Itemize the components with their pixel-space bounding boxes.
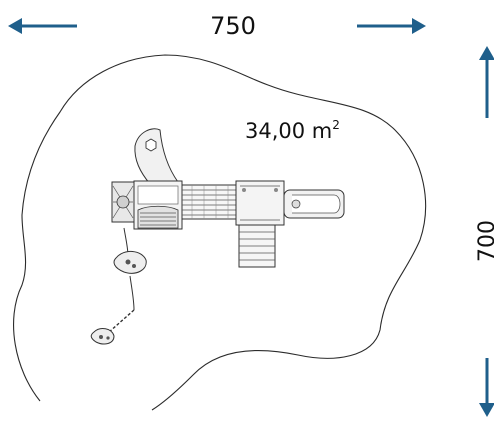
right-tower bbox=[235, 180, 285, 226]
front-stairs bbox=[238, 224, 276, 268]
area-label: 34,00 m2 bbox=[245, 118, 340, 143]
down-arrow-icon bbox=[479, 358, 494, 417]
curved-roof bbox=[134, 128, 179, 185]
left-climber bbox=[111, 181, 135, 223]
height-label: 700 bbox=[475, 220, 494, 262]
width-dimension: 750 bbox=[8, 12, 426, 40]
right-arrow-icon bbox=[357, 18, 426, 34]
slide bbox=[283, 189, 345, 219]
area-value: 34,00 m2 bbox=[245, 118, 340, 143]
width-label: 750 bbox=[210, 12, 256, 40]
playground-equipment bbox=[90, 128, 345, 345]
height-dimension: 700 bbox=[475, 46, 494, 417]
safety-zone-outline bbox=[13, 54, 427, 411]
left-tower bbox=[133, 180, 183, 230]
rope-element bbox=[90, 227, 147, 345]
hexagon-icon bbox=[145, 138, 157, 152]
left-arrow-icon bbox=[8, 18, 77, 34]
bridge bbox=[181, 184, 237, 220]
up-arrow-icon bbox=[479, 46, 494, 118]
